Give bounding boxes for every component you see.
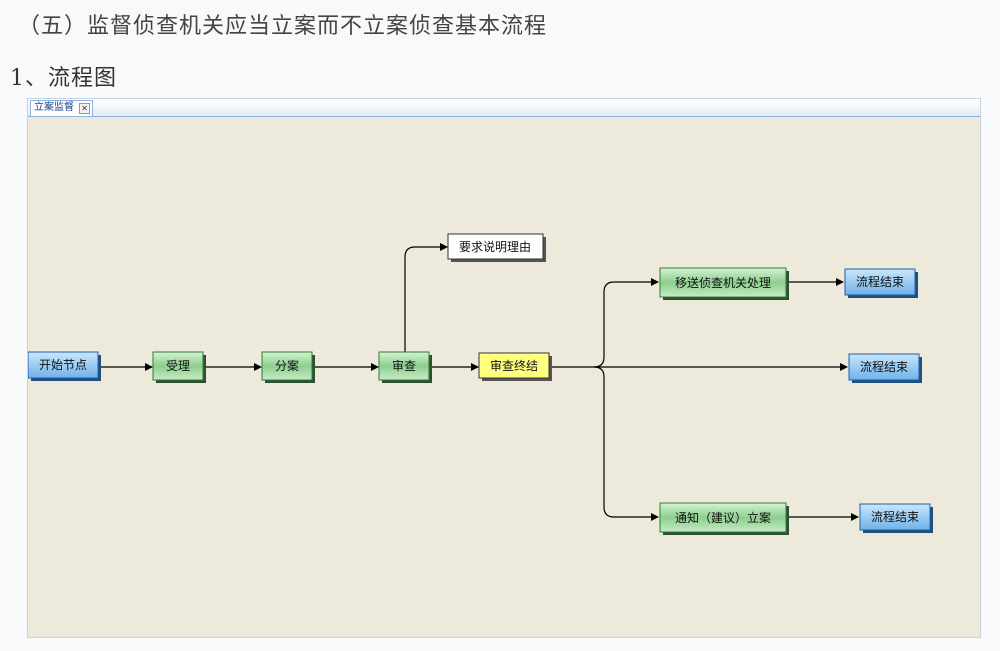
flow-designer-panel: 立案监督 ✕ bbox=[27, 98, 981, 638]
flow-node-label: 移送侦查机关处理 bbox=[675, 275, 771, 290]
flow-node-review[interactable]: 审查 bbox=[378, 351, 432, 383]
flow-node-label: 流程结束 bbox=[871, 509, 919, 524]
flow-node-label: 分案 bbox=[275, 358, 299, 373]
flow-node-label: 审查终结 bbox=[490, 358, 538, 373]
flow-node-end-3[interactable]: 流程结束 bbox=[859, 503, 933, 533]
flow-node-end-1[interactable]: 流程结束 bbox=[844, 268, 918, 298]
flow-node-transfer[interactable]: 移送侦查机关处理 bbox=[659, 267, 789, 300]
flow-node-label: 受理 bbox=[166, 359, 190, 373]
edge-conclusion-to-notify bbox=[593, 366, 659, 521]
page-heading: （五）监督侦查机关应当立案而不立案侦查基本流程 bbox=[18, 14, 548, 39]
flow-node-label: 要求说明理由 bbox=[459, 239, 531, 254]
edge-review-to-request-reason bbox=[404, 243, 448, 352]
tab-label: 立案监督 bbox=[34, 102, 74, 113]
flow-node-accept[interactable]: 受理 bbox=[152, 351, 206, 383]
flow-node-request-reason[interactable]: 要求说明理由 bbox=[447, 233, 546, 262]
flow-node-label: 开始节点 bbox=[39, 358, 87, 372]
flow-node-label: 流程结束 bbox=[860, 359, 908, 374]
flow-node-assign[interactable]: 分案 bbox=[261, 351, 315, 383]
flow-node-end-2[interactable]: 流程结束 bbox=[848, 353, 922, 383]
flow-node-review-conclusion[interactable]: 审查终结 bbox=[478, 352, 552, 381]
close-icon[interactable]: ✕ bbox=[79, 103, 90, 114]
flow-edges bbox=[98, 243, 859, 521]
flow-node-notify[interactable]: 通知（建议）立案 bbox=[659, 502, 789, 535]
tab-case-supervision[interactable]: 立案监督 ✕ bbox=[30, 100, 93, 116]
flowchart-canvas: 开始节点 受理 分案 审查 要求说明理由 审查终结 bbox=[28, 233, 933, 535]
flow-node-label: 流程结束 bbox=[856, 274, 904, 289]
flow-node-label: 审查 bbox=[392, 358, 416, 373]
flow-node-start[interactable]: 开始节点 bbox=[28, 351, 101, 381]
flow-node-label: 通知（建议）立案 bbox=[675, 510, 771, 525]
section-heading: 1、流程图 bbox=[10, 66, 117, 91]
tab-bar: 立案监督 ✕ bbox=[28, 99, 980, 117]
edge-conclusion-to-transfer bbox=[549, 278, 659, 368]
